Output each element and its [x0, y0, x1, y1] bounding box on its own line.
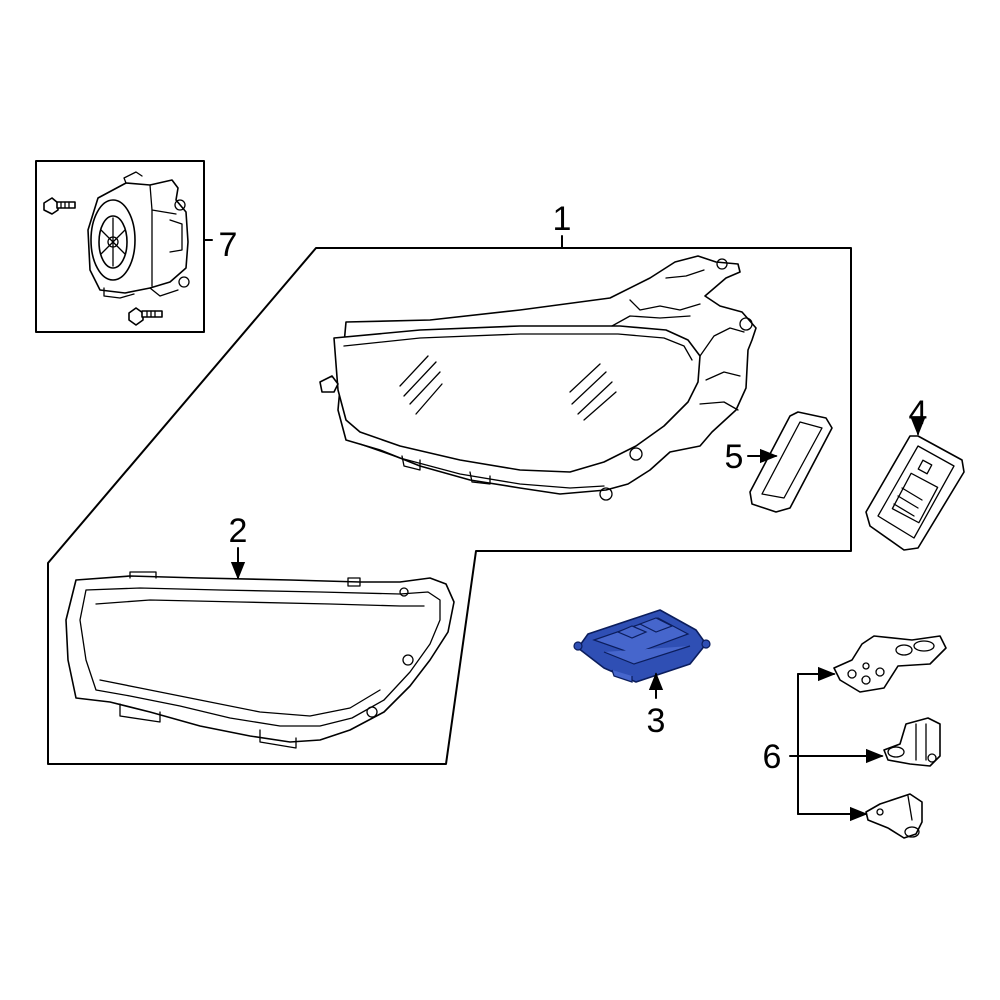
bracket-upper-drawing — [833, 635, 947, 693]
part-7-box — [35, 160, 205, 333]
callout-2: 2 — [229, 512, 248, 550]
callout-6: 6 — [763, 738, 782, 776]
bolt-lower — [128, 307, 163, 326]
callout-7: 7 — [219, 226, 238, 264]
callout-3: 3 — [647, 702, 666, 740]
leveling-motor-drawing — [43, 171, 190, 326]
headlamp-assembly-drawing — [319, 255, 757, 501]
leader-lines — [203, 235, 926, 822]
headlamp-frame-drawing — [65, 571, 455, 749]
callout-1: 1 — [553, 200, 572, 238]
bracket-middle-drawing — [883, 717, 941, 767]
callout-4: 4 — [909, 394, 928, 432]
bolt-upper — [43, 197, 76, 215]
gasket-drawing — [749, 411, 833, 513]
ballast-drawing — [865, 435, 965, 551]
led-module-drawing — [573, 609, 711, 683]
assembly-outline — [47, 247, 852, 765]
bracket-lower-drawing — [865, 793, 923, 839]
callout-5: 5 — [725, 438, 744, 476]
